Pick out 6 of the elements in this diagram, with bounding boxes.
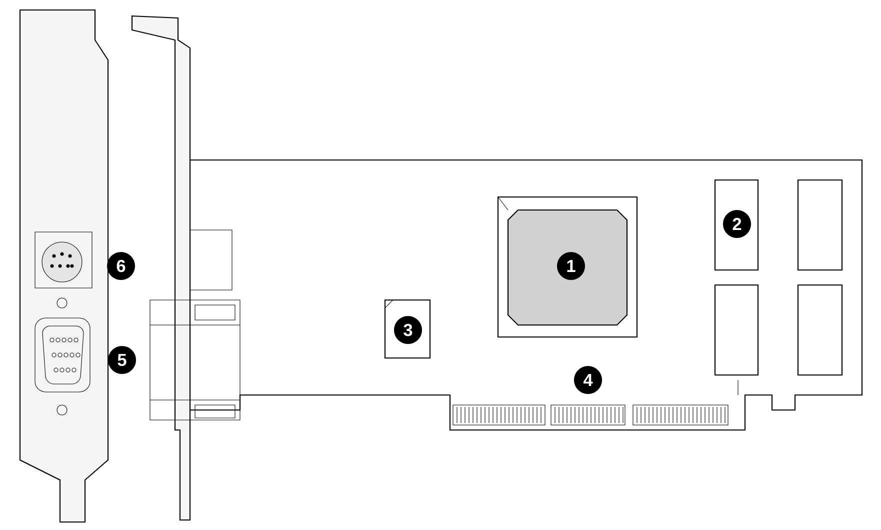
callout-number: 5 [108, 346, 136, 374]
callout-number: 4 [574, 366, 602, 394]
callout-number: 1 [557, 252, 585, 280]
callout-number: 6 [107, 252, 135, 280]
callout-number: 3 [394, 316, 422, 344]
callout-number: 2 [723, 210, 751, 238]
